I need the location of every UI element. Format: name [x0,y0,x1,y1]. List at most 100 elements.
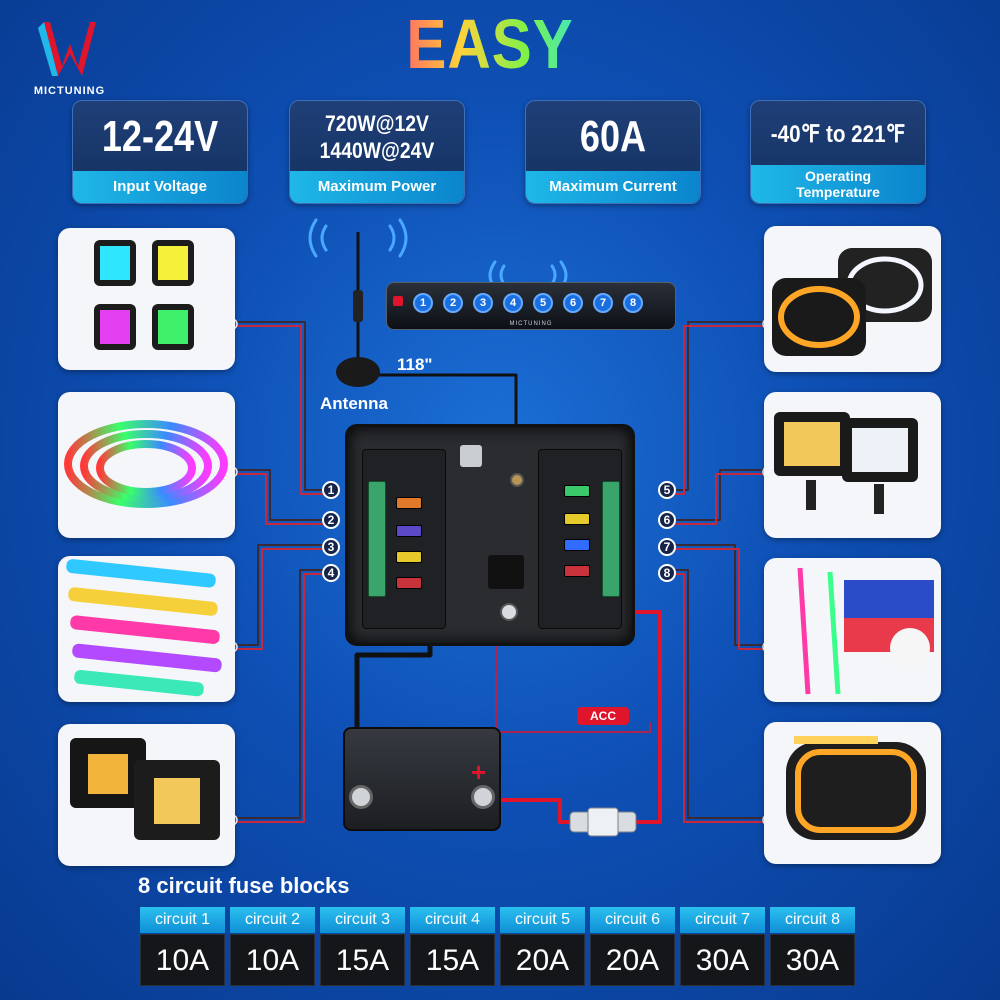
fuse-relay-box [345,424,635,646]
fuse-circuit-7 [564,539,590,551]
circuit-marker-8: 8 [658,564,676,582]
battery-positive-terminal-icon [471,785,495,809]
spec-value: 60A [579,112,647,161]
spec-label: Maximum Power [290,171,464,203]
positive-symbol-icon: + [471,757,487,787]
switch-key-5[interactable]: 5 [533,293,553,313]
led-strip-bars-icon [66,559,222,697]
spec-label: Input Voltage [73,171,247,203]
wire-circuit-4 [232,569,330,819]
product-card-pod-lights-right [764,392,941,538]
wire-circuit-3 [232,544,330,646]
halo-headlights-icon [772,248,932,356]
switch-key-2[interactable]: 2 [443,293,463,313]
circuit-marker-3: 3 [322,538,340,556]
fuse-circuit-3 [396,551,422,563]
circuit-label-6: circuit 6 [590,907,675,933]
circuit-amps-4: 15A [410,934,495,986]
flush-mount-pod-lights-icon [70,738,220,840]
spec-operating-temperature: -40℉ to 221℉ Operating Temperature [750,100,926,204]
inline-fuse-icon [569,807,637,837]
spec-value: -40℉ to 221℉ [770,120,906,148]
circuit-marker-2: 2 [322,511,340,529]
circuit-marker-1: 1 [322,481,340,499]
circuit-label-2: circuit 2 [230,907,315,933]
fuse-circuit-8 [564,565,590,577]
spec-value-line2: 1440W@24V [319,138,435,163]
wire-circuit-2 [232,469,330,521]
power-terminal-icon [500,603,518,621]
spec-maximum-power: 720W@12V 1440W@24V Maximum Power [289,100,465,204]
wire-circuit-8 [670,569,768,819]
product-card-led-strips [58,556,235,702]
circuit-label-5: circuit 5 [500,907,585,933]
fuse-circuit-6 [564,513,590,525]
antenna-port-icon [510,473,524,487]
circuit-amps-7: 30A [680,934,765,986]
battery-negative-terminal-icon [349,785,373,809]
power-indicator-icon [393,296,403,306]
wheel-ring-lights-icon [64,420,228,508]
acc-wire [495,612,651,733]
controller-module-icon [488,555,524,589]
switch-key-1[interactable]: 1 [413,293,433,313]
circuit-label-4: circuit 4 [410,907,495,933]
spec-value: 720W@12V 1440W@24V [300,101,453,173]
spec-maximum-current: 60A Maximum Current [525,100,701,204]
switch-key-4[interactable]: 4 [503,293,523,313]
terminal-strip-right [602,481,620,597]
keypad-brand: MICTUNING [509,321,553,327]
wire-circuit-5 [670,321,768,491]
acc-label: ACC [577,707,629,725]
spec-value-line1: 720W@12V [325,111,429,136]
circuit-amps-5: 20A [500,934,585,986]
switch-key-3[interactable]: 3 [473,293,493,313]
brand-name: MICTUNING [33,85,106,97]
antenna-icon [336,232,380,387]
circuit-amps-2: 10A [230,934,315,986]
circuit-amps-6: 20A [590,934,675,986]
spec-input-voltage: 12-24V Input Voltage [72,100,248,204]
wireless-signal-icon [308,218,568,290]
terminal-strip-left [368,481,386,597]
switch-key-7[interactable]: 7 [593,293,613,313]
fuse-circuit-2 [396,525,422,537]
wire-circuit-1 [232,321,330,491]
switch-key-8[interactable]: 8 [623,293,643,313]
product-card-whip-lights [764,558,941,702]
spec-value: 12-24V [101,112,219,161]
brand-logo: MICTUNING [22,14,117,99]
circuit-marker-6: 6 [658,511,676,529]
logo-mark-icon [38,22,96,76]
wire-circuit-7 [670,544,768,646]
circuit-marker-4: 4 [322,564,340,582]
circuit-amps-1: 10A [140,934,225,986]
spec-label: Operating Temperature [751,165,925,203]
product-card-wheel-lights [58,392,235,538]
fuse-circuit-5 [564,485,590,497]
spec-label: Maximum Current [526,171,700,203]
whip-flag-lights-icon [797,567,934,695]
rgb-rock-lights-icon [94,240,194,350]
wire-circuit-6 [670,469,768,521]
cable-length-label: 118" [397,355,433,374]
circuit-marker-5: 5 [658,481,676,499]
fuse-circuit-1 [396,497,422,509]
product-card-pod-lights [58,724,235,866]
circuit-label-7: circuit 7 [680,907,765,933]
circuit-label-1: circuit 1 [140,907,225,933]
circuit-label-3: circuit 3 [320,907,405,933]
rectangular-driving-light-icon [786,736,926,840]
product-card-driving-light [764,722,941,864]
fuse-circuit-4 [396,577,422,589]
circuit-amps-8: 30A [770,934,855,986]
circuit-label-8: circuit 8 [770,907,855,933]
circuit-amps-3: 15A [320,934,405,986]
switch-key-6[interactable]: 6 [563,293,583,313]
product-card-rock-lights [58,228,235,370]
ground-terminal-icon [460,445,482,467]
battery: + [343,727,501,831]
spec-label-line2: Temperature [796,184,880,200]
antenna-label: Antenna [320,394,388,413]
fuse-blocks-title: 8 circuit fuse blocks [138,873,350,898]
